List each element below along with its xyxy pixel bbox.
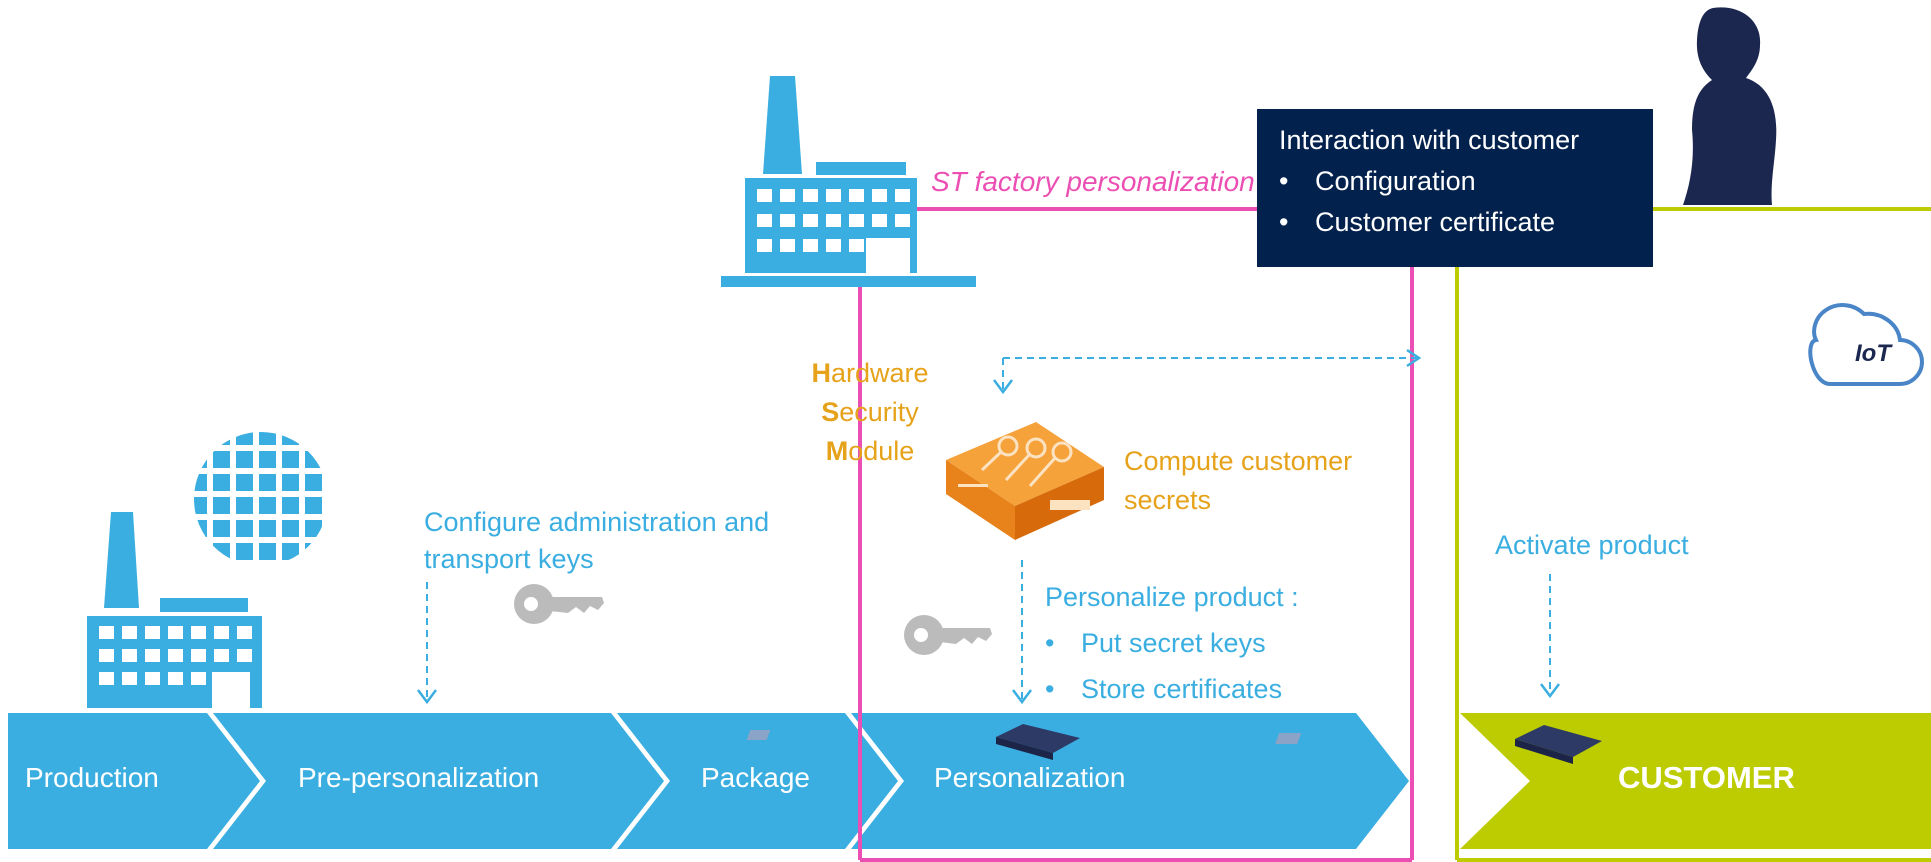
stage-production-arrow bbox=[8, 713, 260, 849]
hsm-line-2: Security bbox=[821, 397, 919, 427]
configure-keys-text: Configure administration and transport k… bbox=[424, 504, 769, 578]
iot-label: IoT bbox=[1855, 340, 1891, 367]
hsm-device-icon bbox=[946, 422, 1104, 540]
cloud-icon bbox=[1808, 303, 1925, 386]
stage-prepersonalization-arrow bbox=[213, 713, 664, 849]
personalize-item: •Put secret keys bbox=[1045, 628, 1266, 658]
stage-label-package: Package bbox=[701, 762, 810, 793]
configure-keys-line-1: Configure administration and bbox=[424, 507, 770, 537]
customer-interaction-box: Interaction with customer •Configuration… bbox=[1257, 109, 1653, 267]
dashed-arrows bbox=[426, 357, 1551, 700]
activate-product-text: Activate product bbox=[1495, 530, 1689, 560]
key-icon bbox=[514, 584, 604, 624]
customer-region bbox=[1455, 207, 1931, 862]
personalize-item: •Store certificates bbox=[1045, 674, 1283, 704]
stage-personalization-arrow bbox=[851, 713, 1409, 849]
pipeline bbox=[8, 713, 1931, 849]
wafer-icon bbox=[194, 432, 328, 560]
st-factory-label: ST factory personalization bbox=[931, 166, 1255, 197]
configure-keys-line-2: transport keys bbox=[424, 544, 594, 574]
factory-large-icon bbox=[721, 76, 976, 287]
chip-module-icon bbox=[746, 724, 1080, 760]
person-silhouette-icon bbox=[1683, 7, 1777, 206]
stage-label-prepersonalization: Pre-personalization bbox=[298, 762, 540, 793]
hsm-line-3: Module bbox=[825, 436, 915, 466]
hsm-label: Hardware Security Module bbox=[800, 354, 940, 471]
key-icon-2 bbox=[904, 615, 992, 655]
customer-box-title: Interaction with customer bbox=[1279, 125, 1580, 155]
stage-label-customer: CUSTOMER bbox=[1618, 760, 1795, 795]
compute-secrets-line-2: secrets bbox=[1124, 485, 1212, 515]
personalize-product-text: Personalize product : •Put secret keys •… bbox=[1045, 574, 1299, 712]
personalize-title: Personalize product : bbox=[1045, 582, 1299, 612]
stage-label-personalization: Personalization bbox=[934, 762, 1126, 793]
factory-icon bbox=[87, 512, 262, 708]
compute-secrets-text: Compute customer secrets bbox=[1124, 442, 1352, 520]
stage-package-arrow bbox=[617, 713, 898, 849]
st-factory-region bbox=[858, 207, 1414, 862]
arrowheads bbox=[417, 348, 1560, 705]
customer-box-item: •Customer certificate bbox=[1279, 207, 1556, 237]
hsm-line-1: Hardware bbox=[811, 358, 929, 388]
compute-secrets-line-1: Compute customer bbox=[1124, 446, 1353, 476]
customer-box-list: •Configuration •Customer certificate bbox=[1279, 166, 1631, 238]
chip-module-icon-2 bbox=[1275, 725, 1602, 764]
stage-label-production: Production bbox=[25, 762, 159, 793]
customer-box-item: •Configuration bbox=[1279, 166, 1476, 196]
